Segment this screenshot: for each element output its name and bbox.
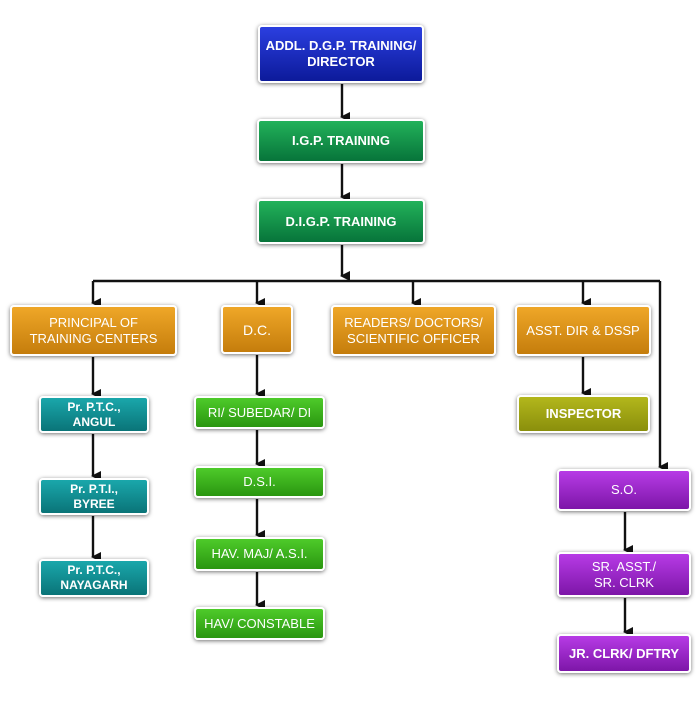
box-so: S.O. <box>557 469 691 511</box>
box-sr-asst-sr-clrk: SR. ASST./ SR. CLRK <box>557 552 691 597</box>
box-pr-ptc-nayagarh: Pr. P.T.C., NAYAGARH <box>39 559 149 597</box>
box-addl-dgp-training-director: ADDL. D.G.P. TRAINING/ DIRECTOR <box>258 25 424 83</box>
box-dsi: D.S.I. <box>194 466 325 498</box>
box-igp-training: I.G.P. TRAINING <box>257 119 425 163</box>
box-hav-maj-asi: HAV. MAJ/ A.S.I. <box>194 537 325 571</box>
box-inspector: INSPECTOR <box>517 395 650 433</box>
box-asst-dir-dssp: ASST. DIR & DSSP <box>515 305 651 356</box>
box-readers-doctors-scientific-officer: READERS/ DOCTORS/ SCIENTIFIC OFFICER <box>331 305 496 356</box>
box-hav-constable: HAV/ CONSTABLE <box>194 607 325 640</box>
box-ri-subedar-di: RI/ SUBEDAR/ DI <box>194 396 325 429</box>
box-pr-ptc-angul: Pr. P.T.C., ANGUL <box>39 396 149 433</box>
box-digp-training: D.I.G.P. TRAINING <box>257 199 425 244</box>
box-dc: D.C. <box>221 305 293 354</box>
box-jr-clrk-dftry: JR. CLRK/ DFTRY <box>557 634 691 673</box>
box-principal-of-training-centers: PRINCIPAL OF TRAINING CENTERS <box>10 305 177 356</box>
box-pr-pti-byree: Pr. P.T.I., BYREE <box>39 478 149 515</box>
